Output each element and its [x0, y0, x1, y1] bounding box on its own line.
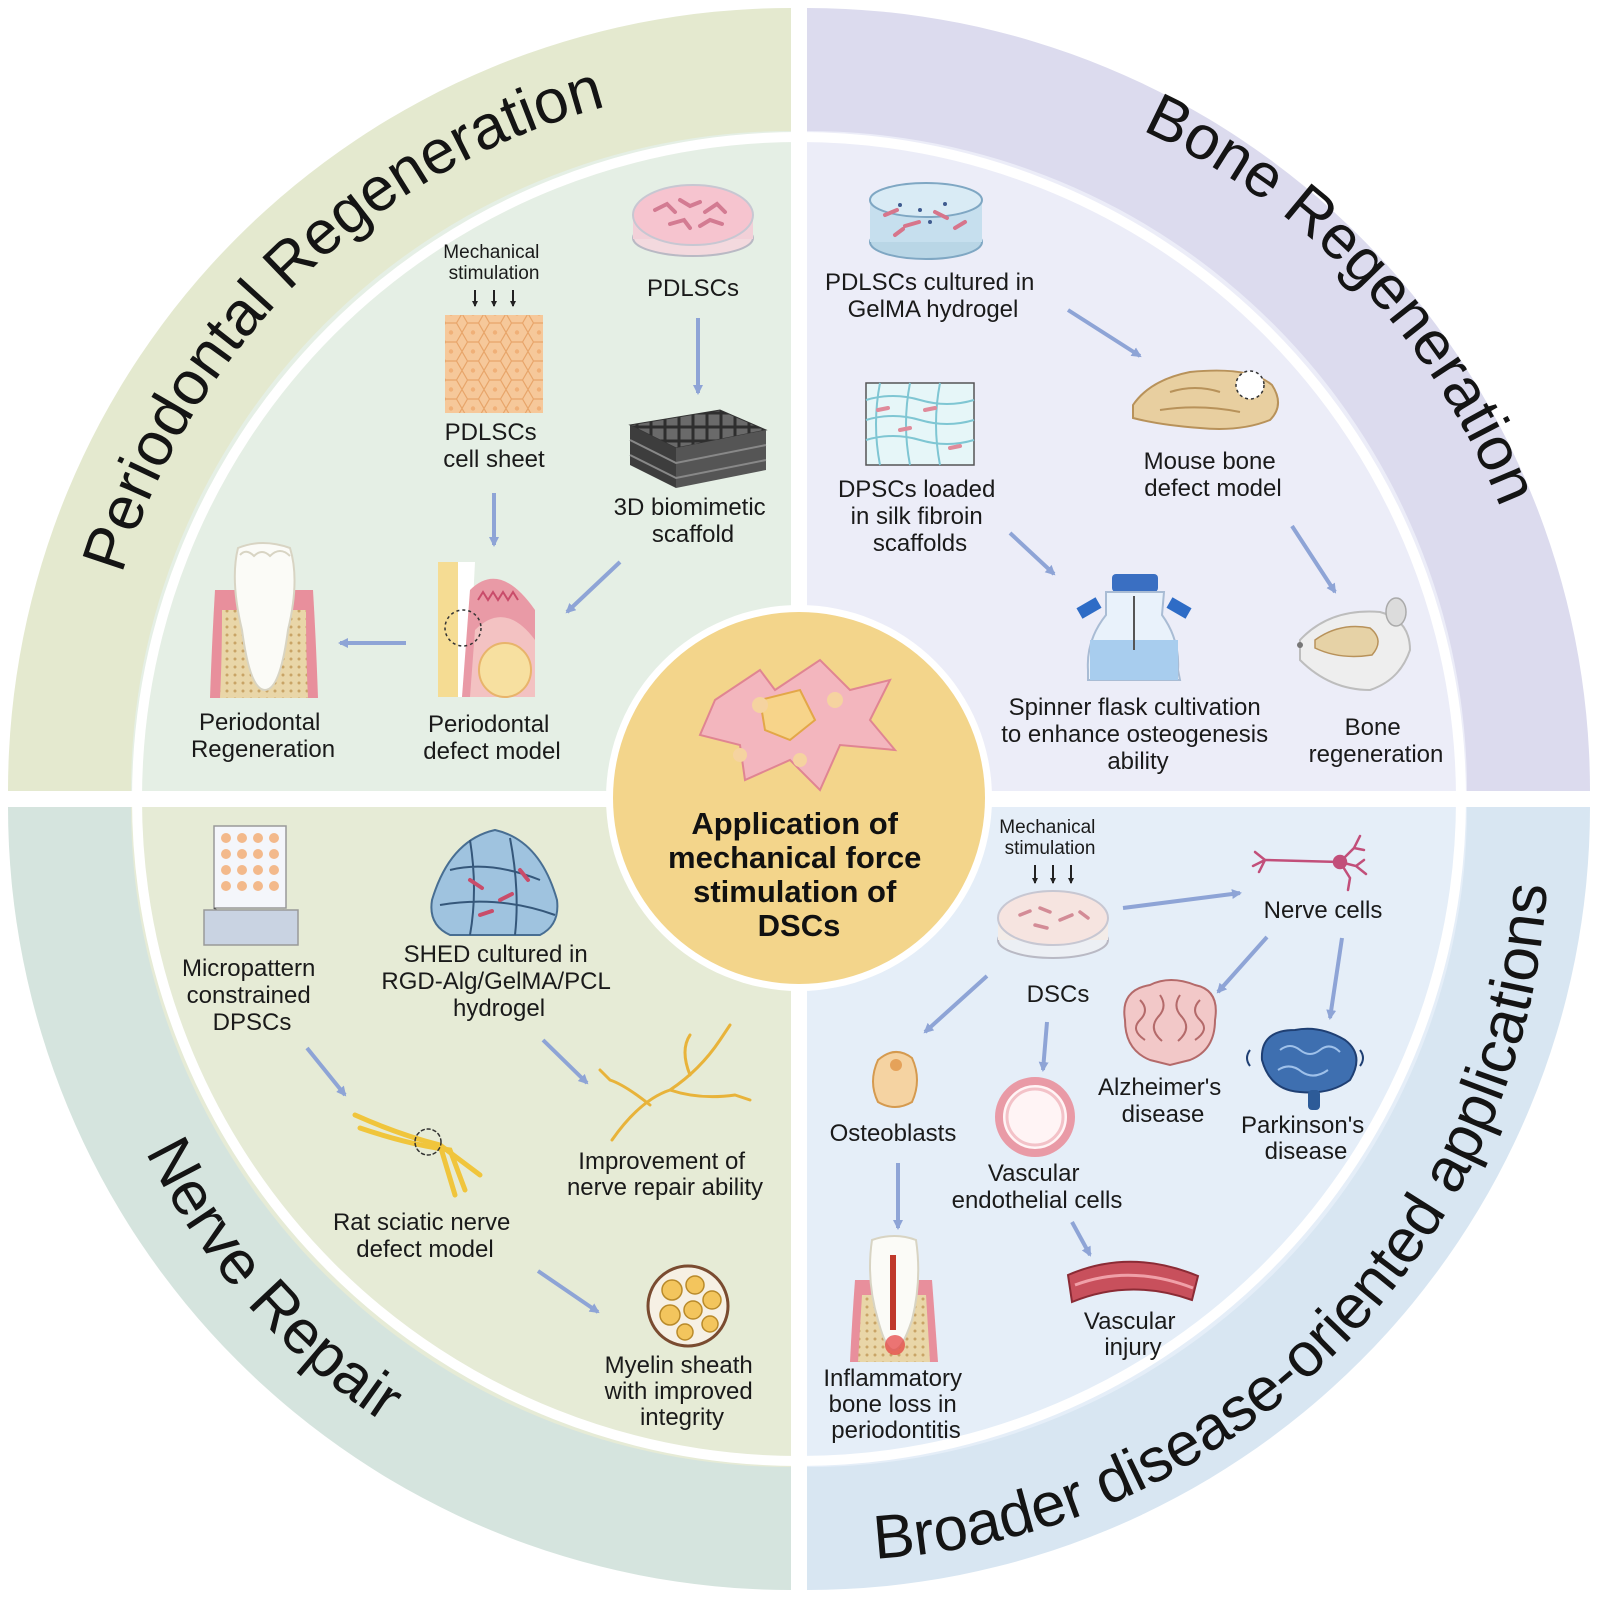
- label-mouse-model: Mouse bone defect model: [1144, 448, 1283, 502]
- inner-quadrant-nerve: [131, 807, 791, 1467]
- neuron-icon: [1251, 834, 1368, 892]
- dental-stem-cells-icon: [698, 658, 898, 792]
- label-sciatic: Rat sciatic nerve defect model: [333, 1209, 517, 1263]
- label-periodontitis: Inflammatory bone loss in periodontitis: [823, 1365, 968, 1444]
- periodontal-defect-model-icon: [438, 562, 535, 698]
- nerve-branch-icon: [598, 1023, 752, 1142]
- arrows-broader: [893, 889, 1344, 1257]
- brain-parkinsons-icon: [1246, 1027, 1364, 1110]
- label-spinner: Spinner flask cultivation to enhance ost…: [1001, 694, 1275, 775]
- label-dscs: DSCs: [1027, 981, 1090, 1008]
- spinner-flask-icon: [1076, 574, 1192, 681]
- center-circle: [613, 612, 985, 984]
- inflamed-tooth-icon: [850, 1235, 938, 1362]
- label-mechanical-stimulation-broader: Mechanical stimulation: [999, 817, 1100, 859]
- center-title: Application of mechanical force stimulat…: [668, 806, 930, 943]
- vascular-endothelial-icon: [995, 1077, 1075, 1157]
- scaffold-icon: [628, 409, 768, 488]
- label-shed: SHED cultured in RGD-Alg/GelMA/PCL hydro…: [381, 941, 616, 1022]
- label-improvement: Improvement of nerve repair ability: [567, 1148, 763, 1201]
- label-cell-sheet: PDLSCs cell sheet: [443, 419, 545, 473]
- brain-alzheimers-icon: [1123, 979, 1217, 1067]
- ring-separator: [132, 132, 1466, 1466]
- inner-quadrant-bone: [807, 131, 1467, 791]
- label-bone-regeneration: Bone regeneration: [1309, 714, 1444, 768]
- label-micropattern: Micropattern constrained DPSCs: [182, 955, 322, 1036]
- mechanical-arrows-broader: [1032, 865, 1074, 884]
- arrows-nerve: [305, 1038, 600, 1314]
- arrows-periodontal: [338, 318, 703, 648]
- gelma-hydrogel-icon: [869, 182, 983, 260]
- label-parkinsons: Parkinson's disease: [1241, 1112, 1371, 1165]
- silk-fibroin-scaffold-icon: [865, 382, 975, 466]
- tooth-regeneration-icon: [210, 542, 318, 698]
- label-scaffold: 3D biomimetic scaffold: [614, 494, 773, 548]
- petri-dish-pdlscs-icon: [632, 184, 754, 257]
- label-pdlscs: PDLSCs: [647, 275, 739, 302]
- shed-hydrogel-icon: [430, 828, 559, 936]
- mouse-head-icon: [1297, 597, 1412, 692]
- label-vascular-injury: Vascular injury: [1084, 1308, 1182, 1361]
- label-vascular-cells: Vascular endothelial cells: [952, 1160, 1123, 1214]
- arrows-bone: [1008, 308, 1337, 594]
- label-periodontal-regeneration: Periodontal Regeneration: [191, 709, 335, 763]
- label-alzheimers: Alzheimer's disease: [1098, 1074, 1228, 1128]
- label-nerve-cells: Nerve cells: [1264, 897, 1383, 924]
- myelin-sheath-icon: [646, 1264, 730, 1348]
- petri-dish-dscs-icon: [997, 890, 1109, 959]
- mechanical-arrows-periodontal: [472, 290, 516, 307]
- label-mechanical-stimulation-periodontal: Mechanical stimulation: [443, 242, 544, 284]
- sciatic-nerve-icon: [352, 1112, 483, 1198]
- cell-sheet-icon: [445, 315, 543, 413]
- label-defect-model: Periodontal defect model: [423, 711, 560, 765]
- inner-quadrant-broader: [807, 807, 1467, 1467]
- label-osteoblasts: Osteoblasts: [830, 1120, 957, 1147]
- label-gelma: PDLSCs cultured in GelMA hydrogel: [825, 269, 1041, 323]
- mouse-skull-icon: [1132, 369, 1279, 430]
- osteoblast-icon: [872, 1051, 918, 1108]
- label-silk: DPSCs loaded in silk fibroin scaffolds: [838, 476, 1002, 557]
- micropattern-icon: [203, 825, 299, 946]
- label-myelin: Myelin sheath with improved integrity: [604, 1352, 760, 1431]
- vascular-injury-icon: [1066, 1260, 1200, 1304]
